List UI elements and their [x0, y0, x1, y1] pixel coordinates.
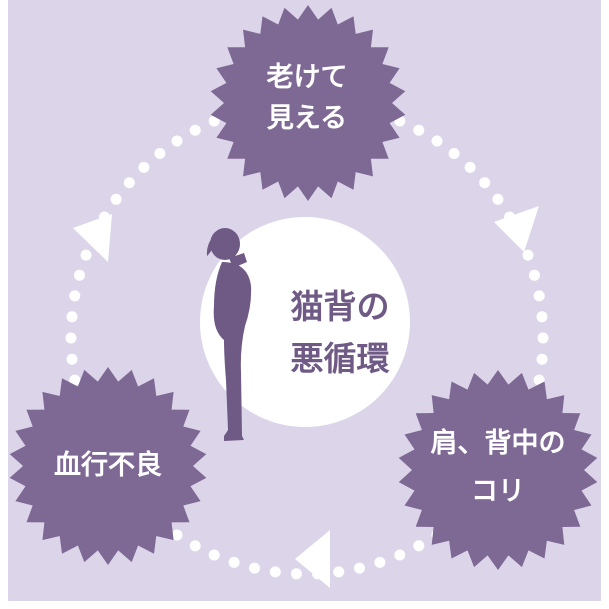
person-standing-slouched-icon	[206, 228, 252, 441]
path-dot	[354, 562, 365, 574]
path-dot	[66, 311, 78, 323]
path-dot	[269, 566, 281, 578]
arrow-left-icon	[295, 530, 330, 588]
starburst-left	[9, 367, 207, 565]
path-dot	[529, 269, 540, 281]
arrow-left-up-icon	[73, 214, 112, 262]
arrow-right-down-icon	[494, 206, 539, 252]
node-right: 肩、背中の コリ	[398, 370, 598, 570]
node-top: 老けて 見える	[210, 5, 406, 201]
path-dot	[431, 135, 443, 147]
path-dot	[536, 353, 548, 365]
path-dot	[537, 332, 549, 344]
path-dot	[74, 269, 85, 281]
path-dot	[522, 249, 534, 261]
path-dot	[374, 556, 386, 568]
path-dot	[333, 566, 345, 578]
center-title-line1: 猫背の	[291, 287, 390, 326]
path-dot	[171, 135, 183, 147]
path-dot	[110, 193, 122, 205]
path-dot	[80, 249, 92, 261]
cycle-arrows	[73, 206, 539, 588]
path-dot	[536, 311, 548, 323]
center-title-line2: 悪循環	[291, 339, 390, 378]
path-dot	[66, 353, 78, 365]
path-dot	[394, 549, 406, 561]
path-dot	[413, 124, 425, 136]
path-dot	[492, 193, 504, 205]
center-circle	[200, 217, 410, 427]
path-dot	[479, 177, 491, 189]
path-dot	[448, 148, 460, 159]
node-right-line1: 肩、背中の	[431, 427, 566, 459]
path-dot	[65, 332, 77, 344]
starburst-top	[210, 5, 406, 201]
path-dot	[154, 148, 166, 159]
path-dot	[189, 540, 201, 552]
path-dot	[208, 115, 220, 127]
path-dot	[69, 290, 81, 302]
node-top-line1: 老けて	[267, 62, 348, 93]
starburst-right	[398, 370, 598, 570]
node-left-line1: 血行不良	[54, 449, 162, 481]
path-dot	[533, 290, 545, 302]
path-dot	[208, 549, 220, 561]
path-dot	[228, 556, 240, 568]
path-dot	[171, 529, 183, 541]
node-top-line2: 見える	[267, 103, 347, 134]
path-dot	[69, 374, 81, 386]
node-right-line2: コリ	[471, 476, 525, 507]
path-dot	[189, 124, 201, 136]
path-dot	[249, 562, 260, 574]
path-dot	[138, 161, 150, 173]
node-left: 血行不良	[9, 367, 207, 565]
path-dot	[290, 568, 302, 580]
path-dot	[464, 161, 476, 173]
path-dot	[123, 177, 135, 189]
path-dot	[413, 540, 425, 552]
